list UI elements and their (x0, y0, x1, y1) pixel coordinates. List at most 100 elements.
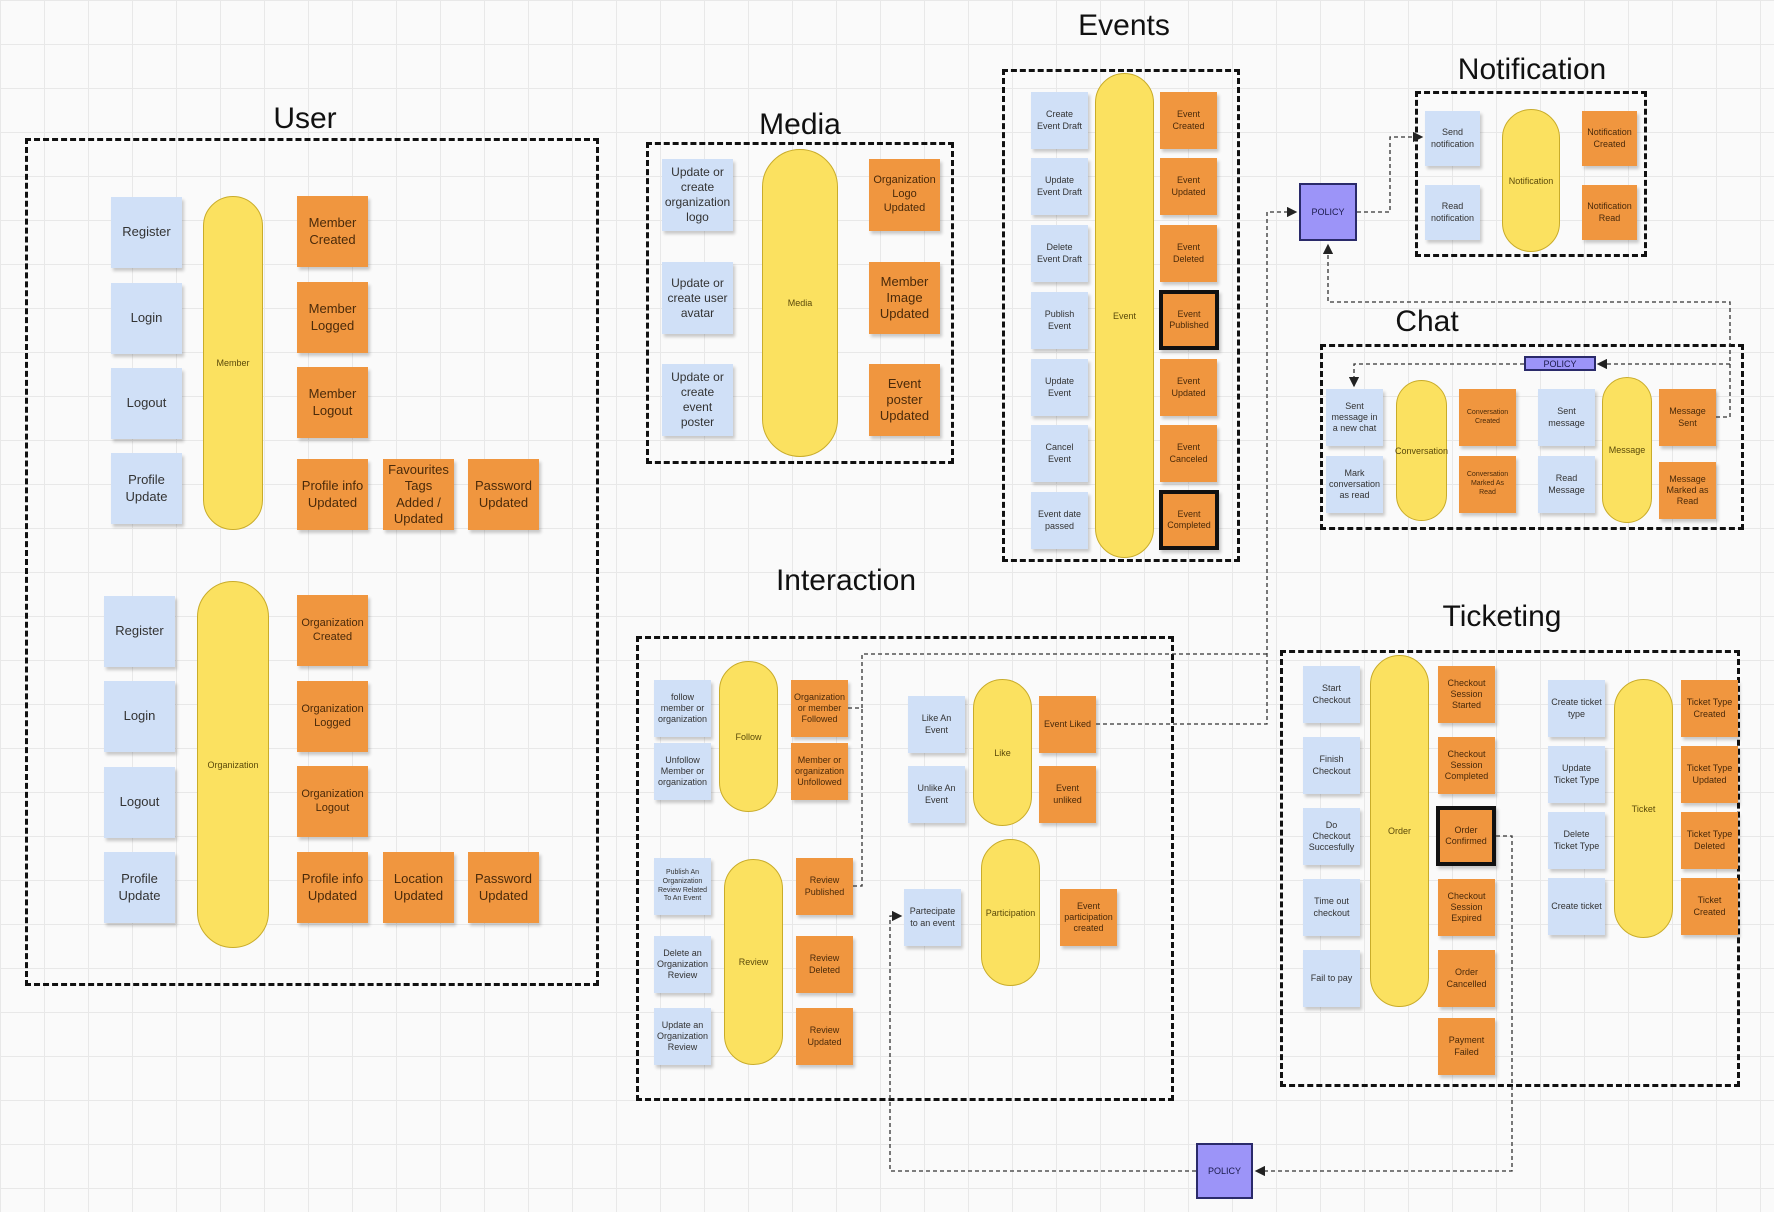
event-ticket-type-deleted: Ticket Type Deleted (1681, 812, 1738, 869)
event-event-created: Event Created (1160, 92, 1217, 149)
command-fail-to-pay: Fail to pay (1303, 950, 1360, 1007)
command-update-event-draft: Update Event Draft (1031, 158, 1088, 215)
event-message-sent: Message Sent (1659, 389, 1716, 446)
event-event-updated: Event Updated (1160, 158, 1217, 215)
command-update-organization-logo: Update or create organization logo (662, 159, 733, 231)
command-update-event: Update Event (1031, 359, 1088, 416)
command-logout: Logout (104, 767, 175, 838)
aggregate-ticket: Ticket (1614, 679, 1673, 938)
event-order-confirmed: Order Confirmed (1436, 806, 1496, 866)
command-publish-review: Publish An Organization Review Related T… (654, 858, 711, 915)
command-publish-event: Publish Event (1031, 292, 1088, 349)
command-login: Login (104, 681, 175, 752)
aggregate-member: Member (203, 196, 263, 530)
command-register: Register (104, 596, 175, 667)
event-poster-updated: Event poster Updated (869, 364, 940, 436)
event-review-published: Review Published (796, 858, 853, 915)
command-update-event-poster: Update or create event poster (662, 364, 733, 436)
interaction-section-title: Interaction (775, 564, 917, 597)
event-payment-failed: Payment Failed (1438, 1018, 1495, 1075)
event-review-deleted: Review Deleted (796, 936, 853, 993)
aggregate-order: Order (1370, 655, 1429, 1007)
event-member-logged: Member Logged (297, 282, 368, 353)
event-message-marked-read: Message Marked as Read (1659, 462, 1716, 519)
command-logout: Logout (111, 368, 182, 439)
aggregate-organization: Organization (197, 581, 269, 948)
event-followed: Organization or member Followed (791, 680, 848, 737)
media-section (646, 142, 954, 464)
event-unfollowed: Member or organization Unfollowed (791, 743, 848, 800)
event-favourites-tags-updated: Favourites Tags Added / Updated (383, 459, 454, 530)
command-event-date-passed: Event date passed (1031, 492, 1088, 549)
command-register: Register (111, 197, 182, 268)
command-update-ticket-type: Update Ticket Type (1548, 746, 1605, 803)
event-checkout-session-completed: Checkout Session Completed (1438, 737, 1495, 794)
event-event-published: Event Published (1159, 290, 1219, 350)
event-notification-read: Notification Read (1582, 185, 1637, 240)
aggregate-conversation: Conversation (1395, 380, 1448, 521)
command-update-review: Update an Organization Review (654, 1008, 711, 1065)
aggregate-participation: Participation (981, 839, 1040, 986)
command-like-event: Like An Event (908, 696, 965, 753)
aggregate-like: Like (973, 679, 1032, 826)
event-event-deleted: Event Deleted (1160, 225, 1217, 282)
policy-notification: POLICY (1299, 183, 1357, 241)
aggregate-follow: Follow (719, 661, 778, 812)
command-participate-event: Partecipate to an event (904, 889, 961, 946)
command-profile-update: Profile Update (111, 453, 182, 524)
event-event-completed: Event Completed (1159, 490, 1219, 550)
event-member-image-updated: Member Image Updated (869, 262, 940, 334)
user-section (25, 138, 599, 986)
event-member-logout: Member Logout (297, 367, 368, 438)
event-checkout-session-started: Checkout Session Started (1438, 666, 1495, 723)
ticketing-section-title: Ticketing (1442, 600, 1562, 633)
event-password-updated: Password Updated (468, 852, 539, 923)
event-participation-created: Event participation created (1060, 889, 1117, 946)
command-send-notification: Send notification (1425, 111, 1480, 166)
event-location-updated: Location Updated (383, 852, 454, 923)
command-delete-event-draft: Delete Event Draft (1031, 225, 1088, 282)
event-event-updated: Event Updated (1160, 359, 1217, 416)
command-sent-message: Sent message (1538, 389, 1595, 446)
command-read-message: Read Message (1538, 456, 1595, 513)
event-ticket-type-created: Ticket Type Created (1681, 680, 1738, 737)
command-create-ticket-type: Create ticket type (1548, 680, 1605, 737)
event-profile-info-updated: Profile info Updated (297, 852, 368, 923)
chat-policy: POLICY (1524, 356, 1596, 371)
event-ticket-created: Ticket Created (1681, 878, 1738, 935)
user-section-title: User (273, 102, 337, 135)
event-organization-logged: Organization Logged (297, 681, 368, 752)
command-unfollow: Unfollow Member or organization (654, 743, 711, 800)
command-create-event-draft: Create Event Draft (1031, 92, 1088, 149)
event-profile-info-updated: Profile info Updated (297, 459, 368, 530)
event-organization-logout: Organization Logout (297, 766, 368, 837)
command-login: Login (111, 283, 182, 354)
command-update-user-avatar: Update or create user avatar (662, 262, 733, 334)
command-time-out-checkout: Time out checkout (1303, 879, 1360, 936)
event-event-liked: Event Liked (1039, 696, 1096, 753)
event-notification-created: Notification Created (1582, 111, 1637, 166)
aggregate-review: Review (724, 859, 783, 1065)
command-cancel-event: Cancel Event (1031, 425, 1088, 482)
aggregate-event: Event (1095, 73, 1154, 558)
command-unlike-event: Unlike An Event (908, 766, 965, 823)
events-section-title: Events (1078, 9, 1170, 42)
event-organization-logo-updated: Organization Logo Updated (869, 159, 940, 231)
command-delete-review: Delete an Organization Review (654, 936, 711, 993)
notification-section-title: Notification (1457, 53, 1607, 86)
connector-policy-to-send-notification (1357, 131, 1424, 213)
command-start-checkout: Start Checkout (1303, 666, 1360, 723)
event-conversation-created: Conversation Created (1459, 389, 1516, 446)
command-create-ticket: Create ticket (1548, 878, 1605, 935)
command-delete-ticket-type: Delete Ticket Type (1548, 812, 1605, 869)
aggregate-notification: Notification (1502, 109, 1560, 252)
event-member-created: Member Created (297, 196, 368, 267)
event-organization-created: Organization Created (297, 595, 368, 666)
command-follow: follow member or organization (654, 680, 711, 737)
policy-participation: POLICY (1196, 1143, 1253, 1199)
event-order-cancelled: Order Cancelled (1438, 950, 1495, 1007)
command-read-notification: Read notification (1425, 185, 1480, 240)
event-ticket-type-updated: Ticket Type Updated (1681, 746, 1738, 803)
command-mark-conversation-read: Mark conversation as read (1326, 456, 1383, 513)
event-event-unliked: Event unliked (1039, 766, 1096, 823)
